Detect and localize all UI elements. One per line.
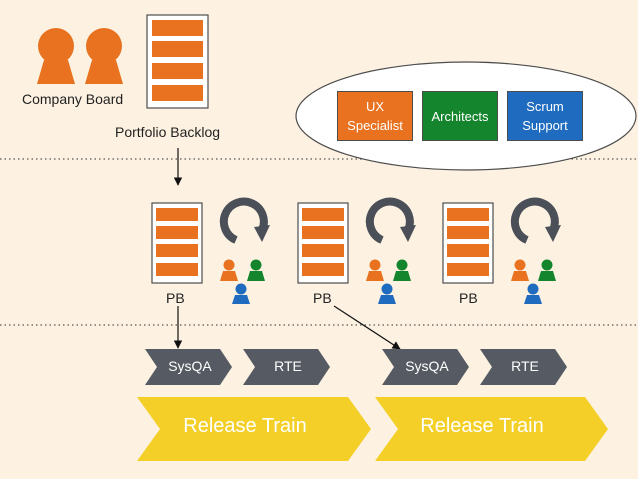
architects-box: Architects <box>422 91 498 141</box>
arrow-team2-to-train2 <box>333 305 401 350</box>
release-train-arrow <box>137 397 371 461</box>
team-member-blue-icon <box>232 283 250 304</box>
team-backlog-icon <box>442 202 494 284</box>
rte-label: RTE <box>511 358 539 374</box>
sysqa-chevron <box>382 349 469 385</box>
company-board-person-icon <box>37 28 75 84</box>
rte-chevron <box>480 349 567 385</box>
team-member-orange-icon <box>220 259 238 281</box>
ux-specialist-box: UX Specialist <box>337 91 413 141</box>
company-board-person-icon <box>85 28 123 84</box>
team-member-blue-icon <box>524 283 542 304</box>
iteration-cycle-icon <box>219 197 270 244</box>
sysqa-label: SysQA <box>168 358 212 374</box>
sysqa-chevron <box>145 349 232 385</box>
portfolio-backlog-icon <box>146 14 209 109</box>
portfolio-backlog-label: Portfolio Backlog <box>115 124 221 140</box>
team-member-green-icon <box>538 259 556 281</box>
team-backlog-label: PB <box>166 290 185 306</box>
team-member-green-icon <box>393 259 411 281</box>
rte-chevron <box>243 349 330 385</box>
team-backlog-icon <box>151 202 203 284</box>
sysqa-label: SysQA <box>405 358 449 374</box>
team-backlog-icon <box>297 202 349 284</box>
iteration-cycle-icon <box>510 197 561 244</box>
team-member-blue-icon <box>378 283 396 304</box>
team-member-orange-icon <box>511 259 529 281</box>
iteration-cycle-icon <box>365 197 416 244</box>
release-train-label: Release Train <box>183 415 307 437</box>
scrum-support-box: Scrum Support <box>507 91 583 141</box>
team-backlog-label: PB <box>459 290 478 306</box>
team-member-orange-icon <box>366 259 384 281</box>
team-backlog-label: PB <box>313 290 332 306</box>
release-train-arrow <box>375 397 608 461</box>
release-train-label: Release Train <box>420 415 544 437</box>
rte-label: RTE <box>274 358 302 374</box>
company-board-label: Company Board <box>22 91 124 107</box>
team-member-green-icon <box>247 259 265 281</box>
